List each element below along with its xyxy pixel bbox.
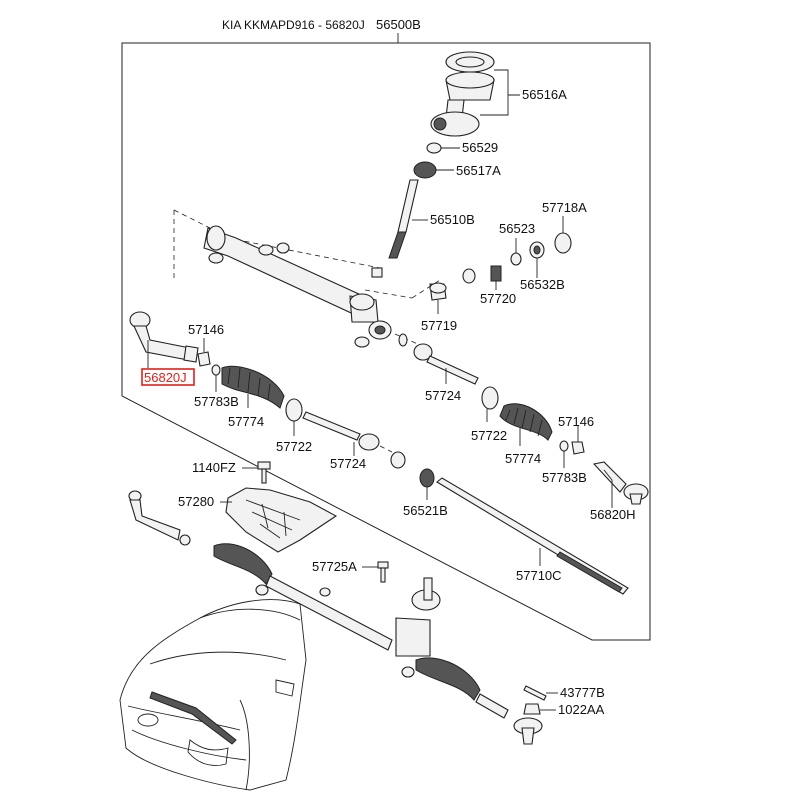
- part-57783B-washer-left: [211, 364, 221, 376]
- highlight-box-56820J: [141, 368, 195, 386]
- label-57774-left: 57774: [228, 414, 264, 429]
- part-1140FZ-bolt: [257, 461, 271, 484]
- assembly-label: 56500B: [376, 17, 421, 32]
- part-57725A-bolt: [377, 561, 389, 583]
- label-57720: 57720: [480, 291, 516, 306]
- vehicle-location-illustration: [119, 599, 307, 791]
- part-57774-boot-right: [499, 403, 553, 441]
- guide-line-center: [379, 445, 393, 453]
- part-57280-heat-shield: [225, 487, 338, 553]
- label-56510B: 56510B: [430, 212, 475, 227]
- part-56820H-tie-rod-end-right: [592, 461, 649, 505]
- label-57724-center: 57724: [330, 456, 366, 471]
- label-56523: 56523: [499, 221, 535, 236]
- part-ring-57722-upper: [398, 333, 408, 347]
- part-57774-boot-left: [221, 365, 285, 409]
- part-assembled-steering-gear: [128, 490, 543, 745]
- label-57280: 57280: [178, 494, 214, 509]
- label-56517A: 56517A: [456, 163, 501, 178]
- part-57710C-rack-bar: [436, 477, 629, 595]
- part-56517A-seal: [413, 161, 437, 179]
- label-1140FZ: 1140FZ: [192, 460, 236, 475]
- label-57722-right: 57722: [471, 428, 507, 443]
- part-56521B-bushing: [419, 468, 435, 488]
- label-57710C: 57710C: [516, 568, 562, 583]
- leader-56516A: [480, 69, 520, 116]
- part-rack-housing: [203, 225, 392, 348]
- label-57783B-right: 57783B: [542, 470, 587, 485]
- part-57724-inner-tie-rod-upper: [413, 343, 479, 385]
- label-56516A: 56516A: [522, 87, 567, 102]
- part-57719-yoke: [429, 282, 447, 301]
- part-56523-washer: [510, 252, 522, 266]
- part-57720-spring: [490, 265, 502, 282]
- part-57724-inner-tie-rod-center: [302, 411, 380, 451]
- label-57719: 57719: [421, 318, 457, 333]
- label-56529: 56529: [462, 140, 498, 155]
- part-1022AA-nut: [523, 703, 541, 715]
- guide-line-pinion: [217, 235, 381, 269]
- label-57774-right: 57774: [505, 451, 541, 466]
- label-57146-right: 57146: [558, 414, 594, 429]
- label-56521B: 56521B: [403, 503, 448, 518]
- assembly-frame: [121, 42, 651, 641]
- part-56510B-pinion-shaft: [388, 179, 419, 259]
- label-57725A: 57725A: [312, 559, 357, 574]
- label-56532B: 56532B: [520, 277, 565, 292]
- part-56820J-tie-rod-end-left: [129, 311, 199, 363]
- leader-56820H: [603, 469, 613, 508]
- part-57146-nut-left: [197, 351, 211, 367]
- diagram-title: KIA KKMAPD916 - 56820J: [222, 18, 365, 32]
- part-pinion-cap: [371, 267, 383, 278]
- part-57146-nut-right: [571, 441, 585, 455]
- part-57722-ring-left: [285, 398, 303, 422]
- label-56820J: 56820J: [144, 370, 187, 385]
- label-57146-left: 57146: [188, 322, 224, 337]
- label-56820H: 56820H: [590, 507, 636, 522]
- part-56529-ring: [426, 142, 442, 154]
- part-57783B-washer-right: [559, 440, 569, 452]
- label-57722-left: 57722: [276, 439, 312, 454]
- part-57722-ring-right: [481, 386, 499, 410]
- part-small-ring: [462, 268, 476, 284]
- label-57718A: 57718A: [542, 200, 587, 215]
- part-56516A-boot-cover: [430, 51, 495, 137]
- part-43777B-cotter-pin: [523, 685, 547, 701]
- label-57724-upper: 57724: [425, 388, 461, 403]
- label-1022AA: 1022AA: [558, 702, 605, 717]
- label-43777B: 43777B: [560, 685, 605, 700]
- guide-lines-upper: [173, 209, 441, 299]
- label-57783B-left: 57783B: [194, 394, 239, 409]
- part-57718A-snap-ring: [554, 232, 572, 254]
- part-ring-center: [390, 451, 406, 469]
